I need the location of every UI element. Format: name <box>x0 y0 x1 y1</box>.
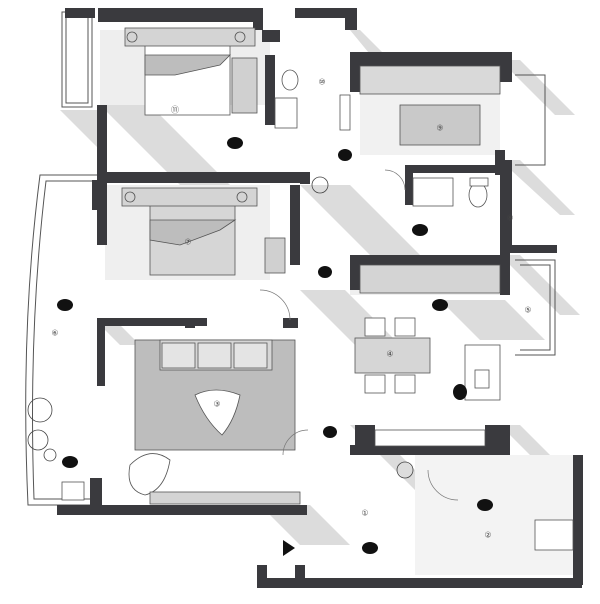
room-label-5: ⑤ <box>524 306 531 315</box>
room-labels: ① ② ③ ④ ⑤ ⑥ ⑦ ⑧ ⑨ ⑩ ⑪ <box>51 78 531 540</box>
room-label-8: ⑧ <box>506 214 513 223</box>
room-label-2: ② <box>484 531 491 540</box>
room-label-6: ⑥ <box>51 329 58 338</box>
door-swing-icon <box>259 169 459 501</box>
room-label-11: ⑪ <box>171 106 179 115</box>
person-figure-icon <box>57 137 493 554</box>
entry-arrow-icon <box>283 540 295 556</box>
walls <box>57 8 583 588</box>
room-label-9: ⑨ <box>436 124 443 133</box>
room-label-3: ③ <box>213 400 220 409</box>
plant-icon <box>27 176 414 479</box>
room-label-4: ④ <box>386 350 393 359</box>
room-label-7: ⑦ <box>184 238 191 247</box>
room-label-1: ① <box>361 509 368 518</box>
room-label-10: ⑩ <box>318 78 325 87</box>
furniture <box>61 27 574 551</box>
